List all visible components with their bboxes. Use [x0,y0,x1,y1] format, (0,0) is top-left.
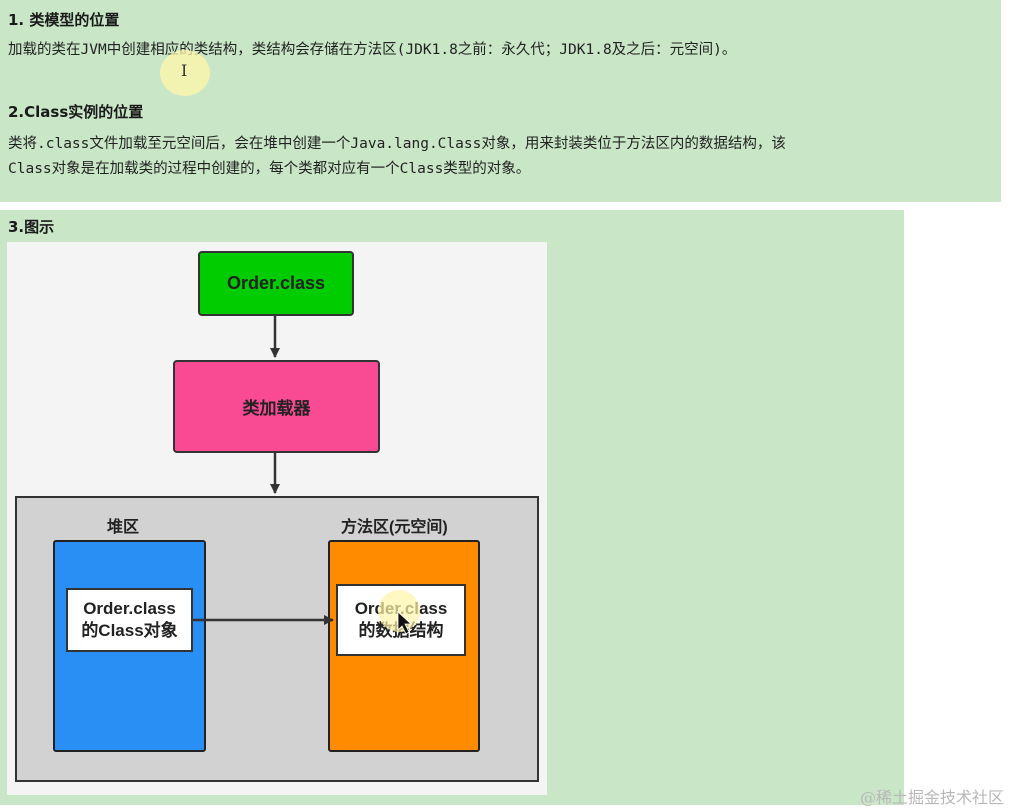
note-block-top [0,0,1001,202]
class-object-line1: Order.class [83,599,176,618]
method-area-label: 方法区(元空间) [341,519,448,536]
section2-text-line2: Class对象是在加载类的过程中创建的，每个类都对应有一个Class类型的对象。 [8,161,531,177]
cursor-highlight [160,50,210,96]
class-object-box: Order.class 的Class对象 [66,588,193,652]
section2-text-line1: 类将.class文件加载至元空间后，会在堆中创建一个Java.lang.Clas… [8,136,786,152]
class-object-line2: 的Class对象 [81,621,178,640]
section1-heading: 1. 类模型的位置 [8,11,120,29]
section1-text: 加载的类在JVM中创建相应的类结构，类结构会存储在方法区(JDK1.8之前：永久… [8,42,737,58]
order-class-box: Order.class [198,251,354,316]
section2-heading: 2.Class实例的位置 [8,103,144,121]
watermark: @稀土掘金技术社区 [859,788,1004,807]
class-loader-box: 类加载器 [173,360,380,453]
heap-label: 堆区 [107,519,140,536]
section3-heading: 3.图示 [8,218,55,236]
pointer-highlight [378,590,420,632]
i-beam-cursor-icon: I [181,61,188,80]
